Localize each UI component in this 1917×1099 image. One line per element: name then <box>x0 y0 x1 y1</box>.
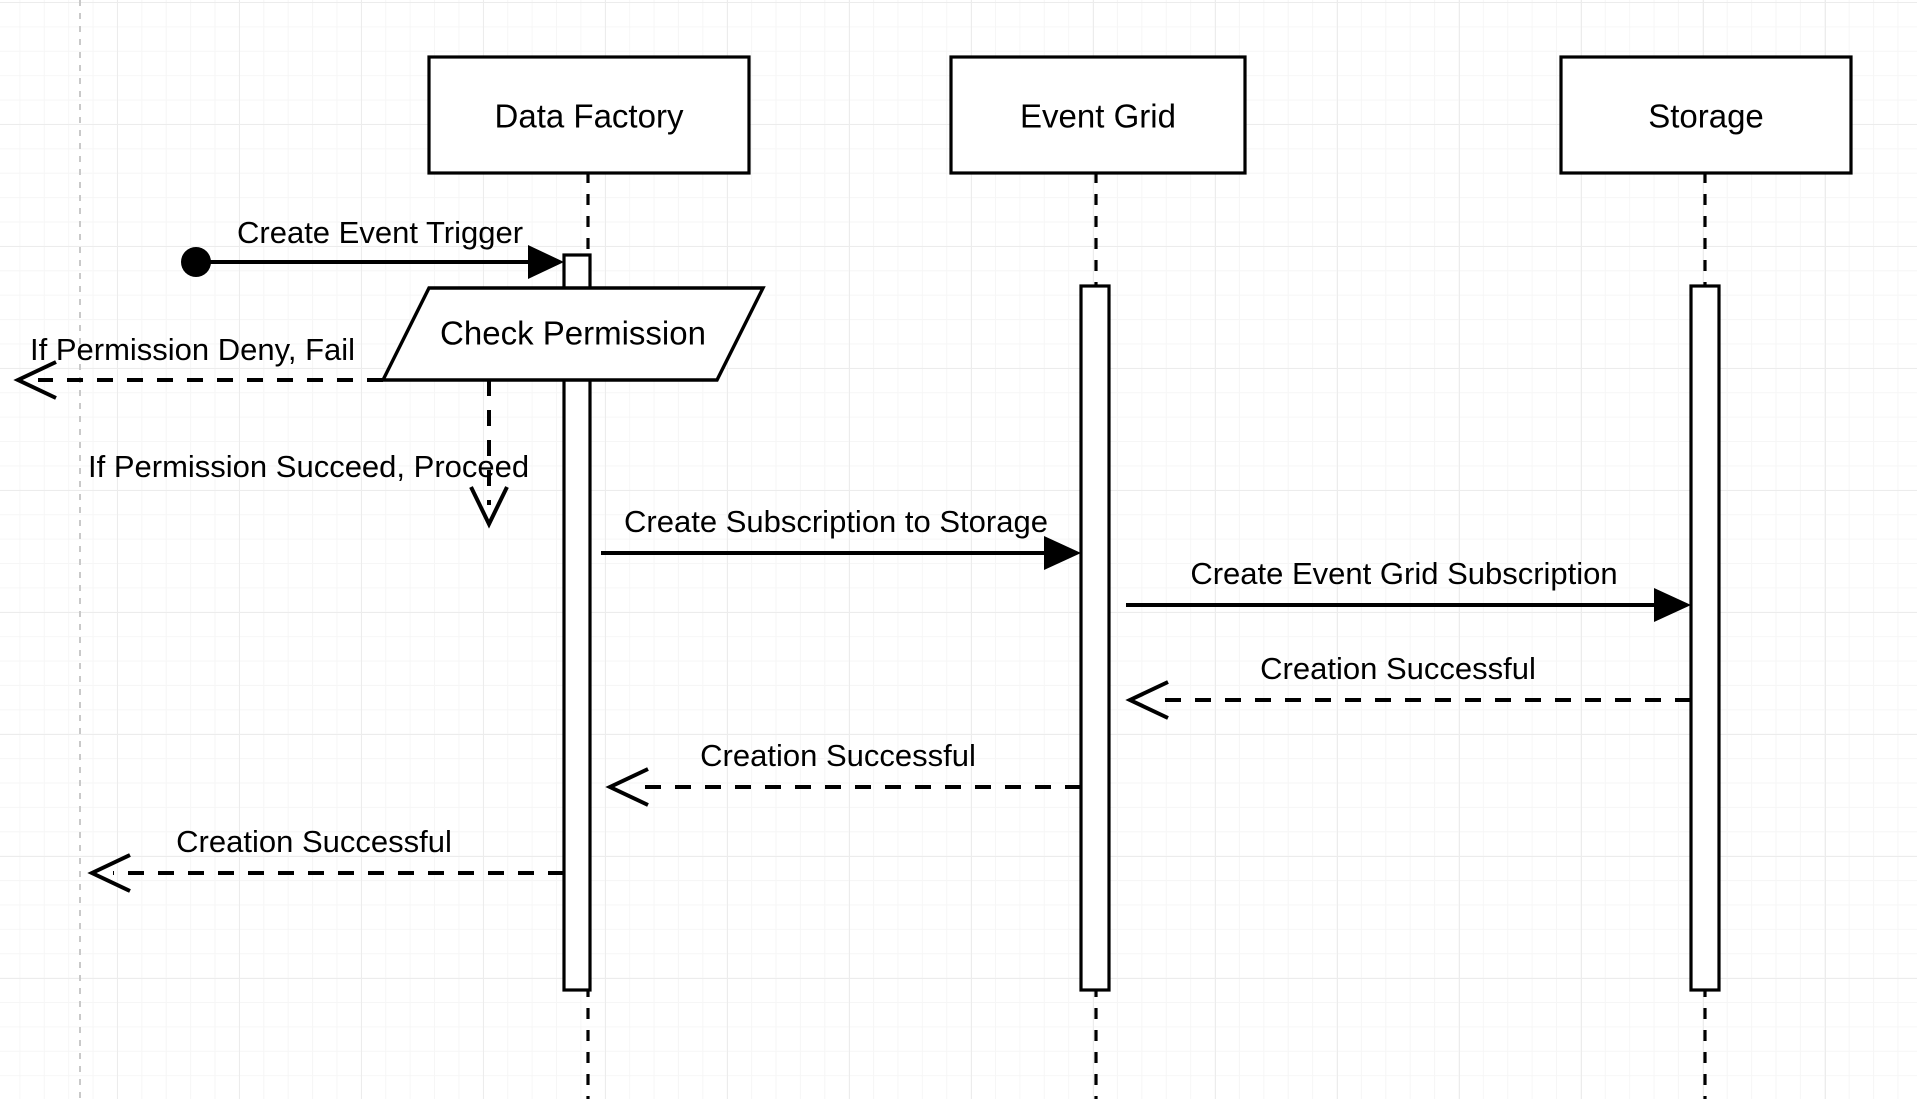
arrowhead-filled-m1 <box>528 245 564 279</box>
message-creation-successful-data-factory-to-actor[interactable]: Creation Successful <box>87 824 564 893</box>
message-create-event-grid-subscription[interactable]: Create Event Grid Subscription <box>1126 556 1691 622</box>
activation-bar-storage[interactable] <box>1689 284 1721 992</box>
message-label-creation-successful-m7: Creation Successful <box>700 738 976 773</box>
message-label-create-subscription-to-storage: Create Subscription to Storage <box>624 504 1048 539</box>
message-label-if-permission-deny-fail: If Permission Deny, Fail <box>30 332 355 367</box>
message-if-permission-succeed-proceed[interactable]: If Permission Succeed, Proceed <box>88 380 529 529</box>
participant-box-storage[interactable] <box>1559 55 1853 175</box>
participant-label-event-grid: Event Grid <box>1020 98 1176 135</box>
message-create-subscription-to-storage[interactable]: Create Subscription to Storage <box>601 504 1081 570</box>
activation-bar-data-factory[interactable] <box>562 298 592 992</box>
activation-bar-event-grid[interactable] <box>1079 284 1111 992</box>
message-if-permission-deny-fail[interactable]: If Permission Deny, Fail <box>13 332 383 400</box>
message-creation-successful-event-grid-to-data-factory[interactable]: Creation Successful <box>605 738 1081 807</box>
arrowhead-filled-m4 <box>1044 536 1081 570</box>
arrowhead-open-m2 <box>13 360 57 400</box>
participant-label-storage: Storage <box>1648 98 1764 135</box>
arrowhead-open-m7 <box>605 767 649 807</box>
participant-box-data-factory[interactable] <box>427 55 751 175</box>
fragment-shape-check-permission[interactable] <box>380 286 766 382</box>
fragment-check-permission[interactable]: Check Permission <box>380 286 766 382</box>
message-label-if-permission-succeed-proceed: If Permission Succeed, Proceed <box>88 449 529 484</box>
message-creation-successful-storage-to-event-grid[interactable]: Creation Successful <box>1125 651 1691 720</box>
arrowhead-filled-m5 <box>1654 588 1691 622</box>
fragment-label-check-permission: Check Permission <box>440 315 706 352</box>
message-create-event-trigger[interactable]: Create Event Trigger <box>181 215 564 279</box>
message-label-create-event-trigger: Create Event Trigger <box>237 215 523 250</box>
participant-box-event-grid[interactable] <box>949 55 1247 175</box>
arrowhead-open-m6 <box>1125 680 1169 720</box>
arrowhead-open-m3 <box>469 486 509 529</box>
message-label-create-event-grid-subscription: Create Event Grid Subscription <box>1190 556 1617 591</box>
lifeline-data-factory[interactable]: Data Factory <box>427 55 751 1099</box>
participant-label-data-factory: Data Factory <box>495 98 684 135</box>
message-label-creation-successful-m6: Creation Successful <box>1260 651 1536 686</box>
message-label-creation-successful-m8: Creation Successful <box>176 824 452 859</box>
arrowhead-open-m8 <box>87 853 131 893</box>
